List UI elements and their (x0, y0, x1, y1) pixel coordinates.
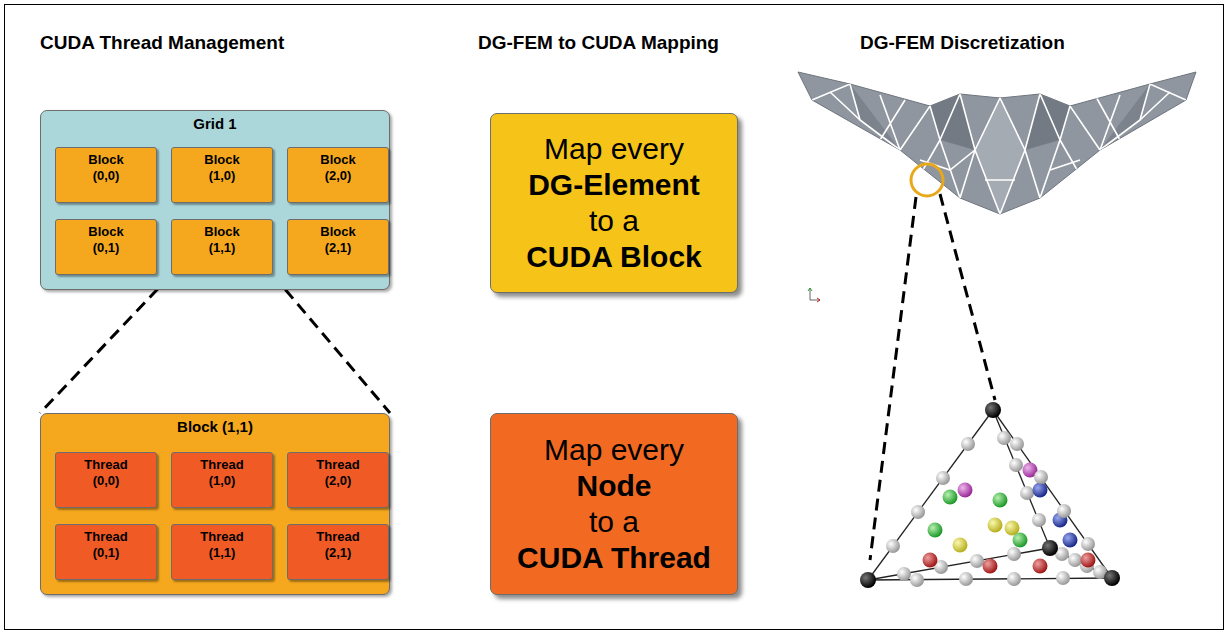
mapping-text: DG-Element (526, 167, 702, 203)
thread-box: Thread (1,0) (171, 452, 273, 508)
thread-box: Thread (2,0) (287, 452, 389, 508)
text-group: Grid 1 (41, 115, 389, 132)
text-group: Thread (0,1) (56, 529, 156, 560)
text-group: Block (0,1) (56, 224, 156, 255)
mapping-text: CUDA Block (526, 239, 702, 275)
text-group: Map everyDG-Elementto aCUDA Block (526, 131, 702, 275)
text-group: Thread (1,0) (172, 457, 272, 488)
box-label: Thread (1,1) (192, 529, 252, 560)
block-title: Block (1,1) (41, 418, 389, 435)
vertex-nodes (860, 402, 1120, 588)
box-label: Thread (2,0) (308, 457, 368, 488)
mapping-text: Node (517, 468, 711, 504)
box-label: Thread (1,0) (192, 457, 252, 488)
front-edge-nodes (886, 437, 1095, 587)
box-label: Thread (0,1) (76, 529, 136, 560)
text-group: Thread (2,0) (288, 457, 388, 488)
grid-title: Grid 1 (41, 115, 389, 132)
mapping-text: CUDA Thread (517, 540, 711, 576)
text-group: Block (2,1) (288, 224, 388, 255)
block-box: Block (2,0) (287, 147, 389, 203)
mapping-text: Map every (517, 432, 711, 468)
block-box: Block (2,1) (287, 219, 389, 275)
aircraft-mesh (798, 72, 1196, 214)
zoom-connector (40, 275, 390, 413)
box-label: Block (1,0) (192, 152, 252, 183)
thread-box: Thread (2,1) (287, 524, 389, 580)
text-group: Thread (1,1) (172, 529, 272, 560)
block-box: Block (1,0) (171, 147, 273, 203)
block-detail-box: Block (1,1) Thread (0,0) Thread (1,0) Threa… (40, 413, 390, 595)
mapping-text: to a (517, 504, 711, 540)
text-group: Thread (0,0) (56, 457, 156, 488)
thread-box: Thread (1,1) (171, 524, 273, 580)
text-group: Thread (2,1) (288, 529, 388, 560)
interior-nodes (923, 463, 1096, 574)
text-group: Block (2,0) (288, 152, 388, 183)
block-box: Block (0,1) (55, 219, 157, 275)
axis-icon (808, 288, 820, 302)
text-group: Block (1,0) (172, 152, 272, 183)
text-group: Block (0,0) (56, 152, 156, 183)
zoom-lines (870, 194, 995, 560)
column-heading: DG-FEM to CUDA Mapping (478, 32, 719, 54)
edge-nodes (897, 431, 1107, 581)
box-label: Block (2,1) (308, 224, 368, 255)
tetrahedron (860, 402, 1120, 588)
text-group: Map everyNodeto aCUDA Thread (517, 432, 711, 576)
box-label: Block (0,1) (76, 224, 136, 255)
block-box: Block (1,1) (171, 219, 273, 275)
text-group: Block (1,1) (172, 224, 272, 255)
box-label: Block (0,0) (76, 152, 136, 183)
block-box: Block (0,0) (55, 147, 157, 203)
text-group: Block (1,1) (41, 418, 389, 435)
column-heading: DG-FEM Discretization (860, 32, 1065, 54)
thread-box: Thread (0,1) (55, 524, 157, 580)
thread-box: Thread (0,0) (55, 452, 157, 508)
box-label: Block (2,0) (308, 152, 368, 183)
mapping-text: Map every (526, 131, 702, 167)
mapping-text: to a (526, 203, 702, 239)
mapping-box: Map everyDG-Elementto aCUDA Block (490, 113, 738, 293)
column-heading: CUDA Thread Management (40, 32, 284, 54)
mapping-box: Map everyNodeto aCUDA Thread (490, 413, 738, 595)
grid-box: Grid 1 Block (0,0) Block (1,0) Block (2,0) B… (40, 110, 390, 290)
box-label: Block (1,1) (192, 224, 252, 255)
box-label: Thread (2,1) (308, 529, 368, 560)
box-label: Thread (0,0) (76, 457, 136, 488)
